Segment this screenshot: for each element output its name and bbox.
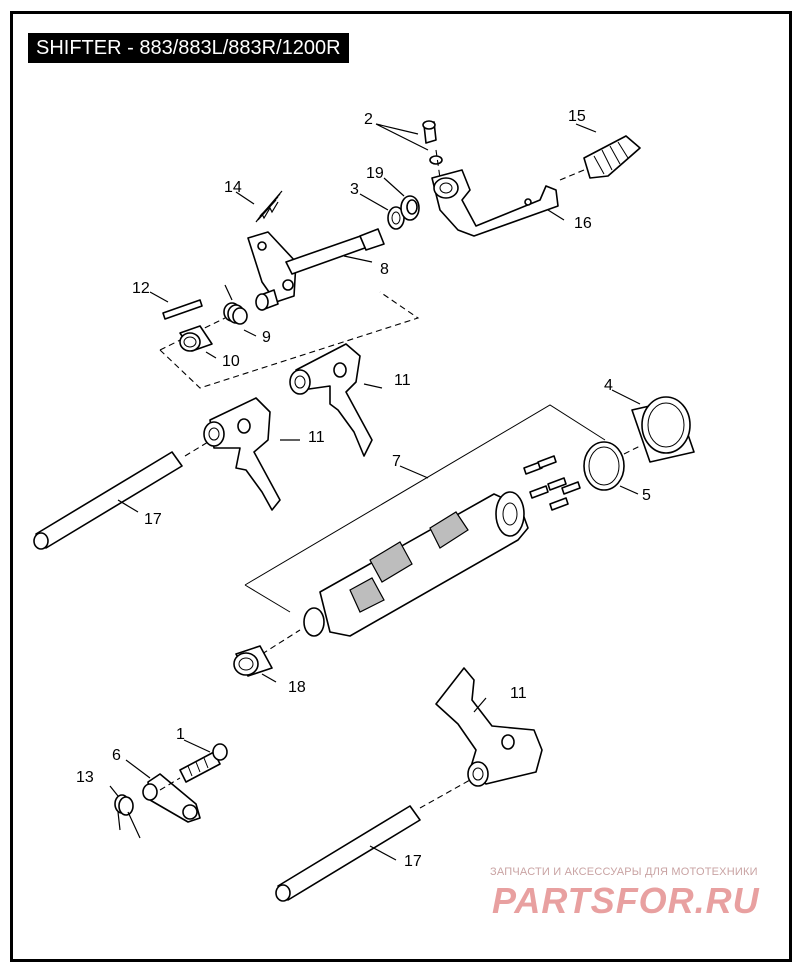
watermark-subtitle: ЗАПЧАСТИ И АКСЕССУАРЫ ДЛЯ МОТОТЕХНИКИ xyxy=(490,866,758,878)
part-bushing-10 xyxy=(179,325,213,352)
callout-3: 3 xyxy=(350,181,359,198)
part-shift-shaft xyxy=(247,228,385,311)
callout-14: 14 xyxy=(224,179,242,196)
watermark-logo: PARTSFOR.RU xyxy=(492,880,760,921)
part-spring-13 xyxy=(114,794,141,839)
part-bearing-4 xyxy=(623,396,695,463)
callout-11-upper-right: 11 xyxy=(394,372,411,389)
callout-5: 5 xyxy=(642,487,651,504)
part-screw-2 xyxy=(422,120,443,179)
diagram-border xyxy=(10,11,792,962)
callout-15: 15 xyxy=(568,108,586,125)
callout-13: 13 xyxy=(76,769,94,786)
callout-8: 8 xyxy=(380,261,389,278)
leader-lines xyxy=(109,123,641,861)
part-pin xyxy=(162,299,203,320)
callout-11-lower: 11 xyxy=(510,685,527,702)
callout-labels: 2 3 19 15 16 14 8 12 9 10 4 11 11 7 5 17… xyxy=(76,108,651,870)
dashed-group-outline-upper xyxy=(159,291,420,389)
callout-7: 7 xyxy=(392,453,401,470)
part-spring-14 xyxy=(255,190,283,223)
part-shift-drum xyxy=(261,491,529,655)
callout-9: 9 xyxy=(262,329,271,346)
callout-6: 6 xyxy=(112,747,121,764)
part-shift-fork-lower xyxy=(435,667,543,787)
part-fork-shaft-upper xyxy=(33,441,209,550)
callout-11-upper-left: 11 xyxy=(308,429,325,446)
callout-10: 10 xyxy=(222,353,240,370)
part-retaining-ring xyxy=(583,441,625,491)
callout-17-lower: 17 xyxy=(404,853,422,870)
callout-19: 19 xyxy=(366,165,384,182)
callout-2: 2 xyxy=(364,111,373,128)
callout-12: 12 xyxy=(132,280,150,297)
part-spacer-19 xyxy=(400,195,420,221)
part-drum-pins xyxy=(523,455,581,511)
part-shift-fork-upper-left xyxy=(203,397,281,511)
part-fork-shaft-lower xyxy=(275,779,471,902)
diagram-title: SHIFTER - 883/883L/883R/1200R xyxy=(28,33,349,63)
part-bushing-18 xyxy=(233,645,273,677)
callout-17-upper: 17 xyxy=(144,511,162,528)
callout-4: 4 xyxy=(604,377,613,394)
callout-18: 18 xyxy=(288,679,306,696)
callout-16: 16 xyxy=(574,215,592,232)
callout-1: 1 xyxy=(176,726,185,743)
part-shift-fork-upper-right xyxy=(289,343,373,457)
part-shift-lever xyxy=(431,169,559,237)
part-detent-arm xyxy=(142,773,201,823)
part-shift-peg xyxy=(559,135,641,181)
part-spring-9 xyxy=(223,284,248,325)
part-bolt xyxy=(179,743,228,783)
dashed-group-outline-drum xyxy=(244,404,606,613)
